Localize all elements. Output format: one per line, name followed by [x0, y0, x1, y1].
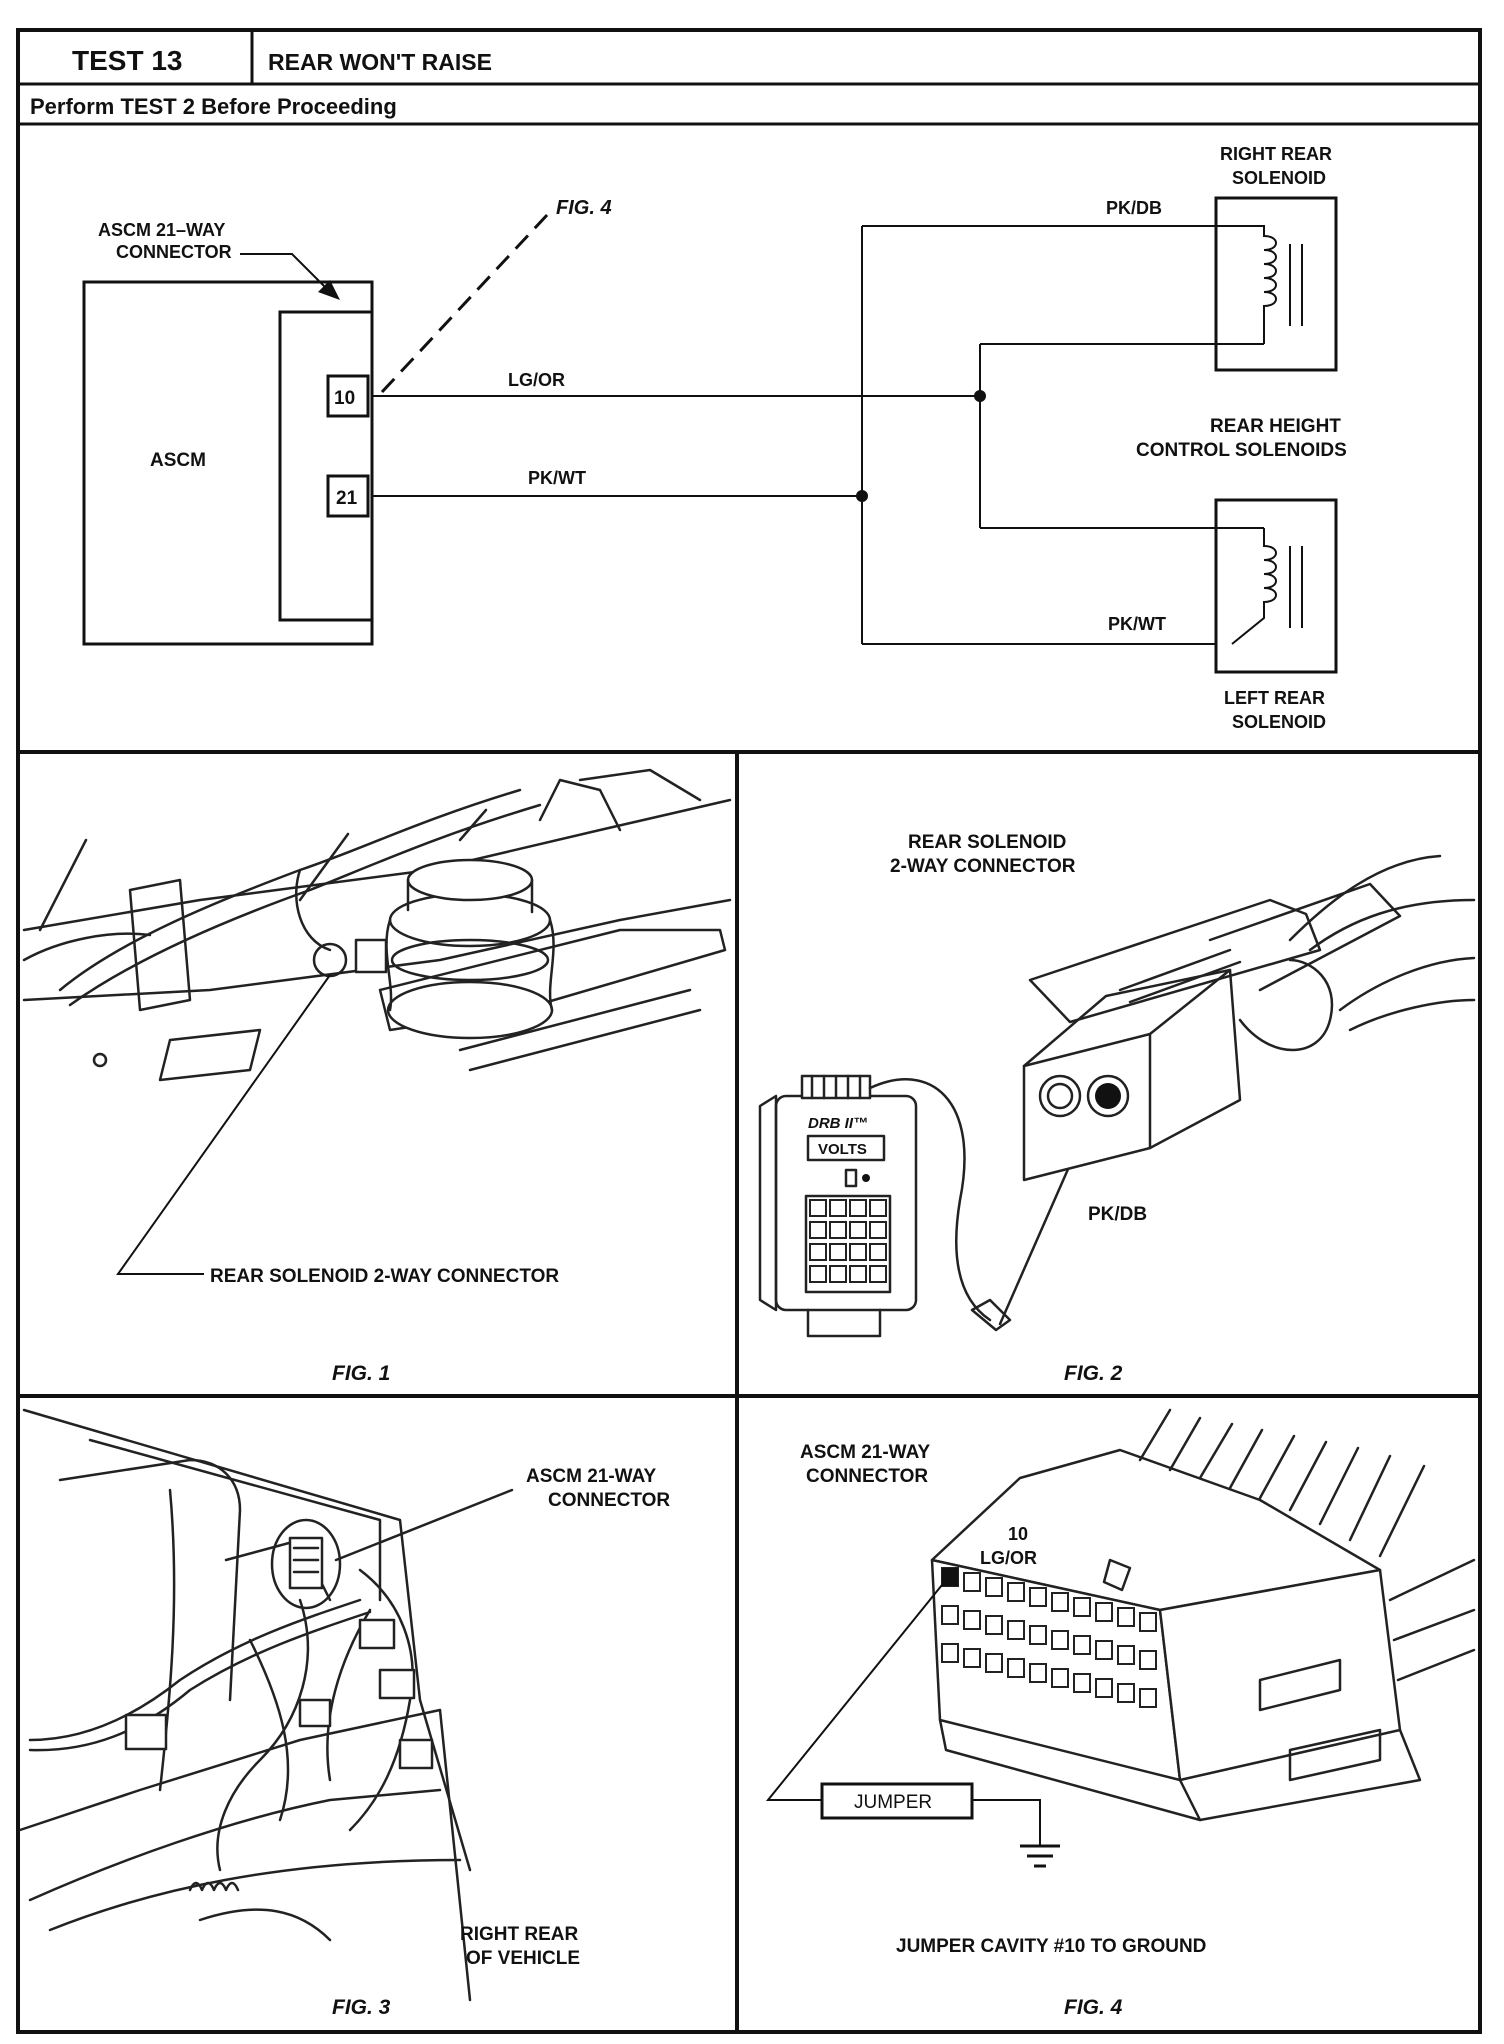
test-number: TEST 13 — [72, 45, 182, 76]
test-subtitle: Perform TEST 2 Before Proceeding — [30, 94, 397, 119]
fig2-title-2: 2-WAY CONNECTOR — [890, 856, 1076, 877]
meter-brand: DRB II™ — [808, 1115, 868, 1132]
connector-arrow — [240, 253, 329, 291]
jumper-label: JUMPER — [854, 1792, 932, 1813]
left-solenoid-label-1: LEFT REAR — [1224, 688, 1325, 708]
pin-10-box — [326, 374, 370, 418]
fig4-connector-jumper-illustration: ASCM 21-WAY CONNECTOR 10 LG/OR — [765, 1408, 1476, 2019]
fig2-connector-test-illustration: REAR SOLENOID 2-WAY CONNECTOR DRB II™ VO… — [758, 832, 1476, 1385]
fig4-instruction: JUMPER CAVITY #10 TO GROUND — [896, 1936, 1206, 1957]
fig3-vehicle-rear-illustration: ASCM 21-WAY CONNECTOR RIGHT REAR OF VEHI… — [18, 1408, 670, 2019]
solenoid-2way-connector — [1022, 854, 1476, 1182]
sheet-frame — [16, 28, 1482, 2034]
wire-pkwt-left-label: PK/WT — [1108, 614, 1166, 634]
group-label-1: REAR HEIGHT — [1210, 416, 1341, 437]
splice-pkwt — [856, 490, 868, 502]
connector-arrowhead — [318, 280, 340, 300]
ascm-module-label: ASCM — [150, 450, 206, 471]
jumper-lead-right — [972, 1799, 1041, 1846]
pin-21-box — [326, 474, 370, 518]
drb-meter: DRB II™ VOLTS — [758, 1074, 918, 1338]
connector-label-line1: ASCM 21–WAY — [98, 220, 225, 240]
fig1-rear-suspension-illustration: REAR SOLENOID 2-WAY CONNECTOR FIG. 1 — [22, 768, 732, 1385]
cavity-number: 10 — [1008, 1524, 1028, 1544]
ground-icon — [1020, 1844, 1060, 1868]
fig4-caption: FIG. 4 — [1064, 1996, 1123, 2019]
ascm-21way-connector — [930, 1408, 1476, 1822]
left-solenoid-label-2: SOLENOID — [1232, 712, 1326, 732]
test-title: REAR WON'T RAISE — [268, 49, 492, 75]
cavity-wire: LG/OR — [980, 1548, 1037, 1568]
fig4-reference-dashed-line — [380, 212, 550, 394]
fig4-title-1: ASCM 21-WAY — [800, 1442, 931, 1463]
wiring-schematic: ASCM 10 21 ASCM 21–WAY CONNECTOR FIG. 4 … — [82, 144, 1347, 732]
fig4-title-2: CONNECTOR — [806, 1466, 928, 1487]
wire-pkwt-label: PK/WT — [528, 468, 586, 488]
fig3-circled-connector — [270, 1518, 342, 1610]
left-rear-solenoid-box — [1214, 498, 1338, 674]
fig2-wire-label: PK/DB — [1088, 1204, 1147, 1225]
fig3-callout-2: CONNECTOR — [548, 1490, 670, 1511]
fig1-caption: FIG. 1 — [332, 1362, 390, 1385]
wire-pkdb-right-label: PK/DB — [1106, 198, 1162, 218]
fig1-callout: REAR SOLENOID 2-WAY CONNECTOR — [210, 1266, 559, 1287]
meter-display: VOLTS — [818, 1141, 867, 1158]
right-solenoid-label-2: SOLENOID — [1232, 168, 1326, 188]
wire-lgor-label: LG/OR — [508, 370, 565, 390]
right-rear-solenoid-box — [1214, 196, 1338, 372]
header: TEST 13 REAR WON'T RAISE Perform TEST 2 … — [30, 45, 492, 119]
pin-21-label: 21 — [336, 488, 358, 509]
ascm-connector-block — [278, 310, 374, 622]
right-solenoid-label-1: RIGHT REAR — [1220, 144, 1332, 164]
fig2-title-1: REAR SOLENOID — [908, 832, 1066, 853]
group-label-2: CONTROL SOLENOIDS — [1136, 440, 1347, 461]
fig3-callout-1: ASCM 21-WAY — [526, 1466, 657, 1487]
jumper-lead-left — [765, 1579, 947, 1801]
fig1-callout-leader — [116, 974, 331, 1275]
fig3-caption: FIG. 3 — [332, 1996, 391, 2019]
probe-tip — [970, 1298, 1012, 1332]
fig3-location-1: RIGHT REAR — [460, 1924, 579, 1945]
fig4-reference-label: FIG. 4 — [556, 197, 612, 219]
fig3-location-2: OF VEHICLE — [466, 1948, 580, 1969]
fig2-caption: FIG. 2 — [1064, 1362, 1123, 1385]
connector-label-line2: CONNECTOR — [116, 242, 232, 262]
splice-lgor — [974, 390, 986, 402]
probe-lead — [868, 1078, 992, 1322]
pin-10-label: 10 — [334, 388, 355, 409]
